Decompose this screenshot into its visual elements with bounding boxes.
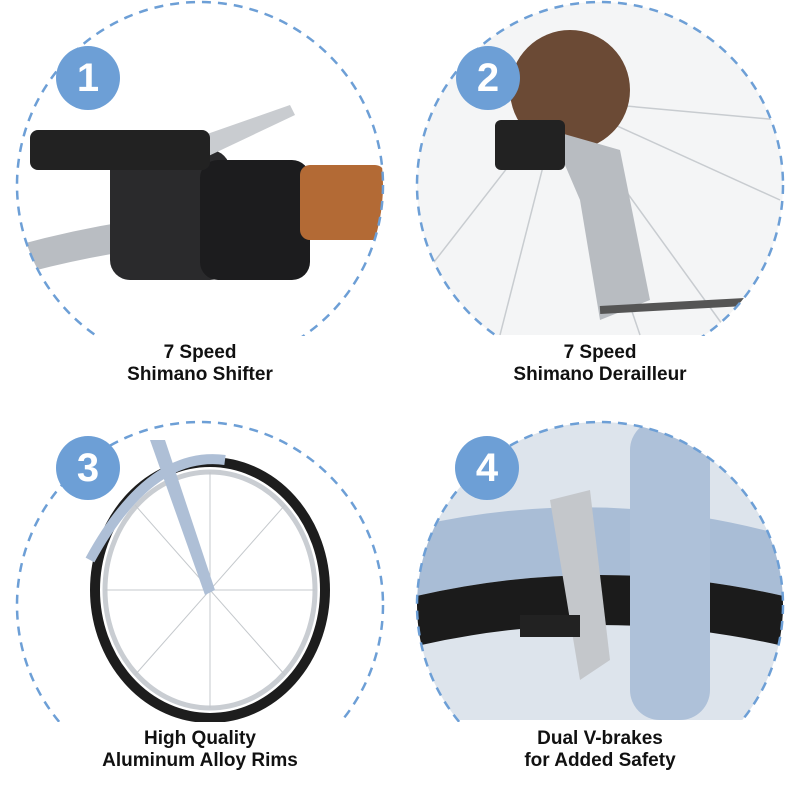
caption-line-1: 7 Speed	[563, 342, 637, 363]
feature-caption: Dual V-brakes for Added Safety	[400, 728, 800, 772]
caption-line-2: for Added Safety	[524, 750, 676, 771]
derailleur-photo	[400, 0, 800, 400]
caption-line-2: Shimano Derailleur	[513, 364, 687, 385]
feature-number-badge: 4	[455, 436, 519, 500]
shifter-photo	[0, 0, 400, 400]
feature-panel-shifter: 1 7 Speed Shimano Shifter	[0, 0, 400, 400]
caption-line-1: 7 Speed	[163, 342, 237, 363]
feature-panel-brakes: 4 Dual V-brakes for Added Safety	[400, 400, 800, 800]
caption-line-2: Shimano Shifter	[127, 364, 273, 385]
feature-panel-derailleur: 2 7 Speed Shimano Derailleur	[400, 0, 800, 400]
caption-line-1: High Quality	[144, 728, 256, 749]
feature-panel-rims: 3 High Quality Aluminum Alloy Rims	[0, 400, 400, 800]
feature-caption: 7 Speed Shimano Derailleur	[400, 342, 800, 386]
caption-line-1: Dual V-brakes	[537, 728, 663, 749]
feature-number-badge: 1	[56, 46, 120, 110]
caption-line-2: Aluminum Alloy Rims	[102, 750, 298, 771]
feature-number-badge: 2	[456, 46, 520, 110]
feature-caption: High Quality Aluminum Alloy Rims	[0, 728, 400, 772]
feature-number-badge: 3	[56, 436, 120, 500]
feature-caption: 7 Speed Shimano Shifter	[0, 342, 400, 386]
